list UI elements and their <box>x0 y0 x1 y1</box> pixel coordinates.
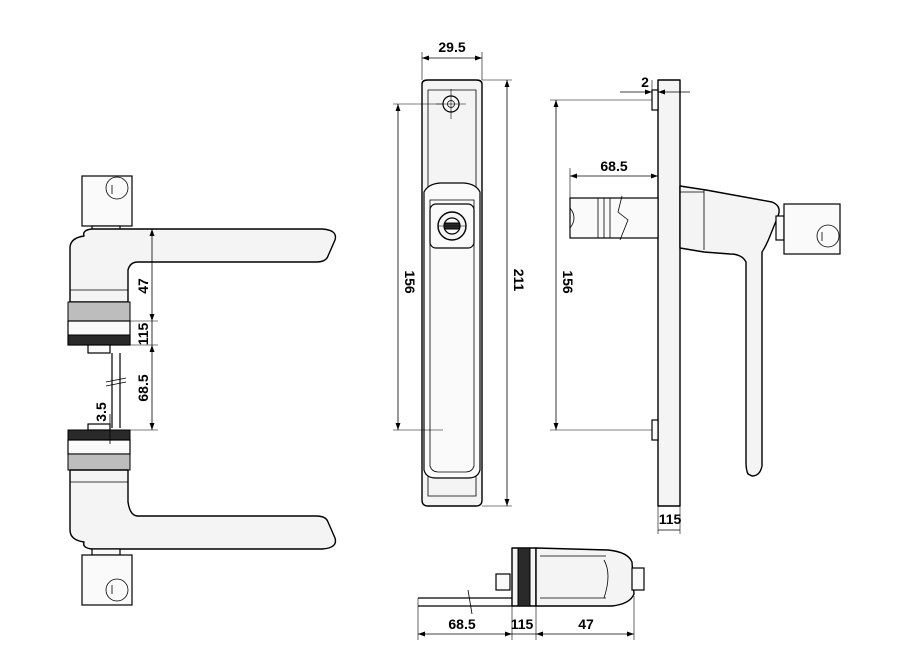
dim-side-spindle: 68.5 <box>569 158 659 198</box>
dim-bottom-rose: 115 <box>511 606 537 640</box>
bottom-lever-handle <box>67 423 337 550</box>
label-side-spindle: 68.5 <box>600 158 627 174</box>
dim-front-screw-spacing: 156 <box>393 103 443 431</box>
label-side-screw-spacing: 156 <box>560 270 576 294</box>
label-bottom-rose: 115 <box>511 616 534 632</box>
bottom-spindle-square <box>81 548 133 606</box>
dim-side-plate-thickness: 115 <box>657 506 682 534</box>
dim-front-width: 29.5 <box>421 39 483 80</box>
front-plate-view: 29.5 211 156 <box>393 39 527 507</box>
label-gap: 3.5 <box>93 402 109 422</box>
dim-bottom-lever: 47 <box>536 596 635 640</box>
label-rose-thickness: 115 <box>135 322 151 345</box>
label-side-plate-thickness: 115 <box>659 511 682 527</box>
label-front-height: 211 <box>511 269 527 292</box>
dim-front-height: 211 <box>482 79 527 507</box>
label-side-offset: 2 <box>641 74 649 90</box>
dim-side-offset: 2 <box>620 74 690 110</box>
dim-lever-height: 47 <box>128 228 158 322</box>
side-spindle <box>569 195 659 241</box>
left-handle-pair-view: 47 115 68.5 3.5 <box>67 175 337 606</box>
top-down-view: 68.5 115 47 <box>417 547 645 640</box>
top-lever-handle <box>67 228 337 354</box>
dim-side-screw-spacing: 156 <box>550 99 652 431</box>
side-profile-view: 2 68.5 156 115 <box>550 74 841 534</box>
key-cylinder <box>429 203 475 249</box>
label-front-width: 29.5 <box>438 39 465 55</box>
dim-bottom-spindle: 68.5 <box>417 598 513 640</box>
label-lever-height: 47 <box>135 278 151 294</box>
label-bottom-lever: 47 <box>578 616 594 632</box>
label-front-screw-spacing: 156 <box>402 270 418 294</box>
label-spindle-length: 68.5 <box>135 374 151 401</box>
side-lever-handle <box>679 185 841 477</box>
dim-spindle-length: 68.5 <box>120 345 158 431</box>
top-spindle-square <box>81 175 133 233</box>
dim-rose-thickness: 115 <box>130 321 158 346</box>
label-bottom-spindle: 68.5 <box>448 616 475 632</box>
connecting-spindle <box>105 353 127 428</box>
dim-gap: 3.5 <box>93 402 111 444</box>
